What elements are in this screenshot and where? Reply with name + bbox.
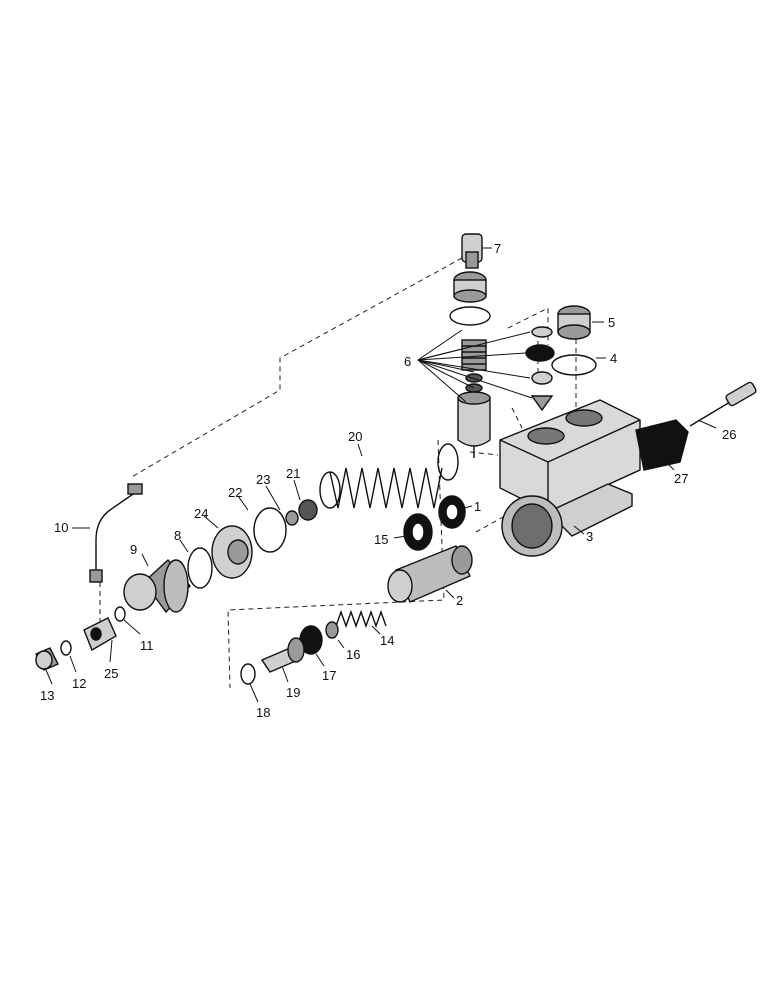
part-22-o-ring	[253, 507, 287, 553]
label-4: 4	[610, 351, 617, 366]
label-7: 7	[494, 241, 501, 256]
part-21-spring-seat	[298, 499, 318, 521]
label-12: 12	[72, 676, 86, 691]
part-14-spring	[335, 609, 387, 629]
valve-plug	[453, 271, 487, 303]
part-9-cover	[123, 558, 191, 614]
part-6-small-parts	[525, 326, 555, 412]
part-1-seal	[438, 495, 466, 529]
part-13-bolt	[35, 647, 59, 671]
part-15-seal	[403, 513, 433, 551]
callout-labels: 1 2 3 4 5 6 7 8 9 10 11 12 13 14 15 16 1…	[40, 241, 736, 720]
part-7-banjo-fitting	[461, 233, 483, 269]
label-25: 25	[104, 666, 118, 681]
label-2: 2	[456, 593, 463, 608]
part-2-piston	[387, 545, 473, 603]
label-16: 16	[346, 647, 360, 662]
label-11: 11	[140, 638, 154, 653]
label-13: 13	[40, 688, 54, 703]
label-19: 19	[286, 685, 300, 700]
part-16-washer	[325, 621, 339, 639]
label-5: 5	[608, 315, 615, 330]
part-8-o-ring	[187, 547, 213, 589]
label-8: 8	[174, 528, 181, 543]
label-1: 1	[474, 499, 481, 514]
part-20-spring	[319, 443, 459, 509]
label-10: 10	[54, 520, 68, 535]
part-23-washer	[285, 510, 299, 526]
part-19-rod	[260, 637, 305, 673]
label-27: 27	[674, 471, 688, 486]
label-26: 26	[722, 427, 736, 442]
part-12-washer	[60, 640, 72, 656]
label-6: 6	[404, 354, 411, 369]
part-5-cap	[557, 305, 591, 340]
part-26-push-rod	[689, 381, 757, 427]
part-18-circlip	[240, 663, 256, 685]
part-6-check-valve-stack	[457, 339, 491, 458]
label-20: 20	[348, 429, 362, 444]
part-27-dust-boot	[635, 419, 689, 471]
label-17: 17	[322, 668, 336, 683]
label-22: 22	[228, 485, 242, 500]
label-23: 23	[256, 472, 270, 487]
label-14: 14	[380, 633, 394, 648]
label-21: 21	[286, 466, 300, 481]
valve-o-ring	[449, 306, 491, 326]
part-11-washer	[114, 606, 126, 622]
part-24-diaphragm	[211, 525, 253, 579]
label-9: 9	[130, 542, 137, 557]
part-3-valve-body	[499, 399, 641, 557]
label-18: 18	[256, 705, 270, 720]
leader-lines	[45, 247, 717, 703]
part-4-seal-ring	[551, 354, 597, 376]
label-3: 3	[586, 529, 593, 544]
label-24: 24	[194, 506, 208, 521]
part-10-brake-pipe	[89, 483, 143, 583]
part-25-tee-fitting	[83, 617, 117, 652]
label-15: 15	[374, 532, 388, 547]
